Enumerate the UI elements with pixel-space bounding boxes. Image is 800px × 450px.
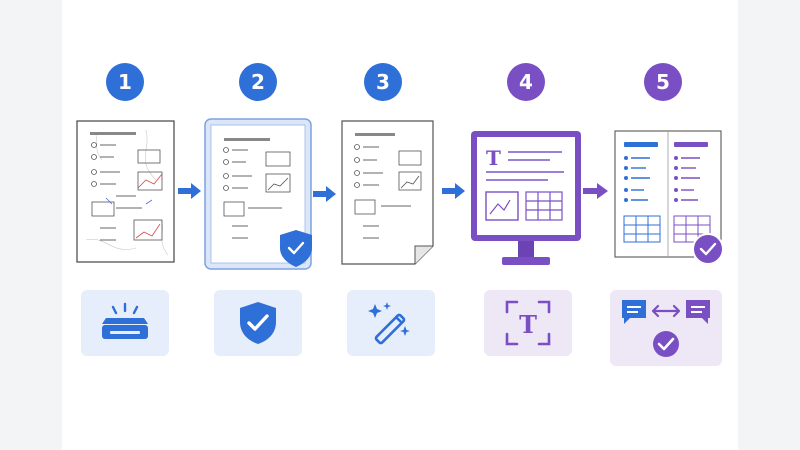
arrow-2-to-3 bbox=[313, 186, 336, 202]
arrow-3-to-4 bbox=[442, 183, 465, 199]
scanner-tile bbox=[81, 290, 169, 356]
validated-form-tablet bbox=[204, 118, 312, 270]
svg-text:T: T bbox=[486, 146, 501, 170]
step-4-badge: 4 bbox=[507, 63, 545, 101]
scanned-form-document bbox=[76, 120, 175, 263]
text-recognition-icon: T bbox=[505, 300, 551, 346]
step-2-badge: 2 bbox=[239, 63, 277, 101]
magic-wand-icon bbox=[368, 302, 410, 345]
scanner-icon bbox=[102, 302, 148, 339]
svg-text:T: T bbox=[519, 310, 537, 339]
step-5-badge: 5 bbox=[644, 63, 682, 101]
compare-tile bbox=[610, 290, 722, 366]
cleaned-form-document bbox=[341, 120, 434, 265]
compare-chat-check-icon bbox=[622, 300, 710, 357]
shield-tile bbox=[214, 290, 302, 356]
shield-check-icon bbox=[240, 302, 276, 344]
arrow-1-to-2 bbox=[178, 183, 201, 199]
magic-wand-tile bbox=[347, 290, 435, 356]
step-3-badge: 3 bbox=[364, 63, 402, 101]
comparison-document bbox=[614, 130, 724, 265]
monitor-display: T bbox=[471, 131, 581, 265]
step-1-badge: 1 bbox=[106, 63, 144, 101]
text-recognition-tile: T bbox=[484, 290, 572, 356]
arrow-4-to-5 bbox=[583, 183, 608, 199]
